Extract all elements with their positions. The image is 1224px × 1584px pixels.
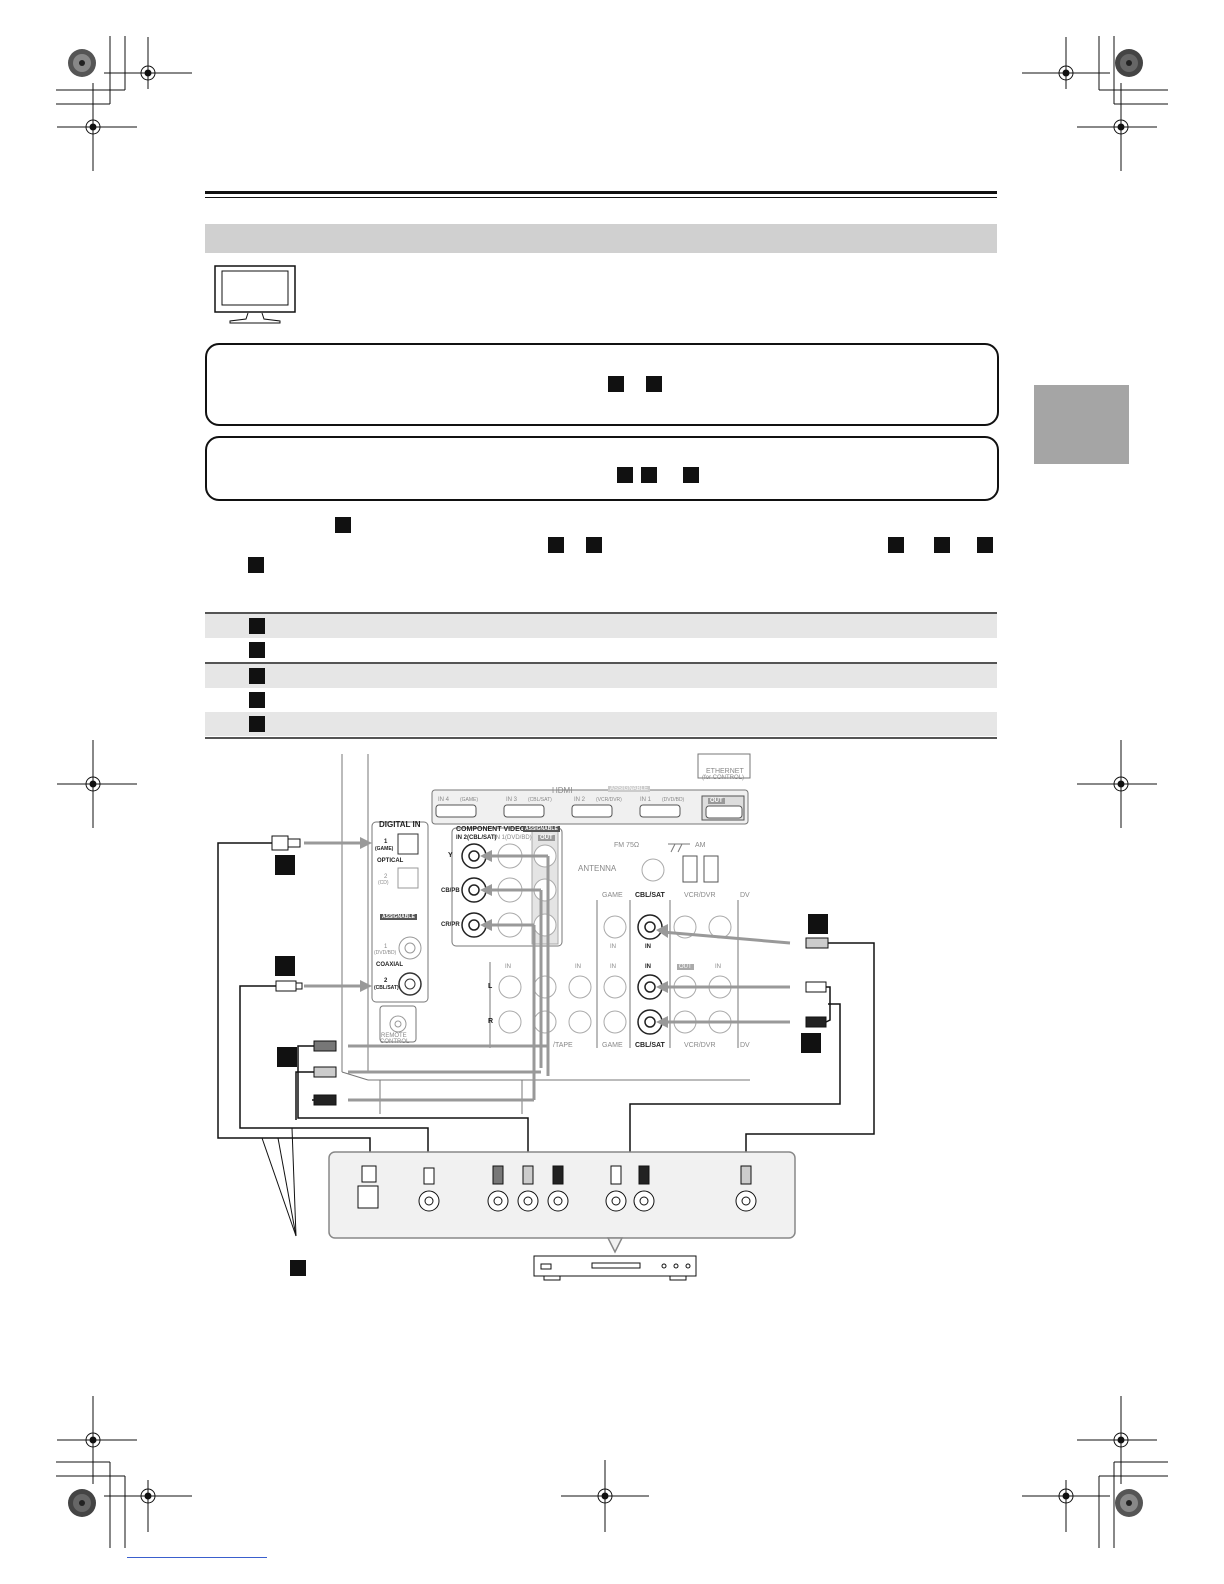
fm-label: FM 75Ω: [614, 842, 640, 849]
label-marker: [641, 467, 657, 483]
vcrdvr-bottom-label: VCR/DVR: [684, 1042, 716, 1049]
footer-link-underline: [127, 1557, 267, 1558]
optical-2-sub: (CD): [378, 880, 389, 886]
coaxial-2-sub: (CBL/SAT): [374, 985, 399, 991]
table-row: [205, 712, 997, 736]
vcrdvr-top-label: VCR/DVR: [684, 892, 716, 899]
hdmi-label: HDMI: [552, 786, 573, 795]
hdmi-in2: IN 2: [574, 797, 586, 803]
table-rule-mid: [205, 662, 997, 664]
label-marker: [249, 642, 265, 658]
hdmi-in3-sub: (CBL/SAT): [528, 797, 552, 803]
component-video-label: COMPONENT VIDEO: [456, 826, 526, 833]
game-in-label: IN: [610, 944, 616, 950]
coaxial-label: COAXIAL: [376, 962, 403, 968]
label-marker: [249, 716, 265, 732]
hdmi-in1-sub: (DVD/BD): [662, 797, 685, 803]
game-top-label: GAME: [602, 892, 623, 899]
audio-vcr-out-label: OUT: [677, 964, 694, 970]
optical-1: 1: [384, 839, 388, 845]
table-rule-top: [205, 612, 997, 614]
cblsat-in-label: IN: [645, 944, 651, 950]
section-title-band: [205, 224, 997, 253]
table-row: [205, 614, 997, 638]
hdmi-in1: IN 1: [640, 797, 652, 803]
game-bottom-label: GAME: [602, 1042, 623, 1049]
audio-in-label-3: IN: [610, 964, 616, 970]
cblsat-top-label: CBL/SAT: [635, 892, 665, 899]
coaxial-2: 2: [384, 978, 388, 984]
label-marker: [249, 692, 265, 708]
remote-label: REMOTE: [381, 1033, 407, 1039]
component-out: OUT: [538, 835, 555, 841]
optical-label: OPTICAL: [377, 858, 404, 864]
label-marker: [277, 1047, 297, 1067]
audio-l-label: L: [488, 983, 493, 990]
label-marker: [275, 956, 295, 976]
label-marker: [683, 467, 699, 483]
label-marker: [586, 537, 602, 553]
hdmi-assignable-label: ASSIGNABLE: [608, 786, 651, 792]
audio-r-label: R: [488, 1018, 494, 1025]
hdmi-in4: IN 4: [438, 797, 450, 803]
note-box-1: [205, 343, 999, 426]
audio-in-label-1: IN: [505, 964, 511, 970]
remote-sub: CONTROL: [380, 1039, 410, 1045]
label-marker: [934, 537, 950, 553]
label-marker: [617, 467, 633, 483]
label-marker: [646, 376, 662, 392]
label-marker: [335, 517, 351, 533]
label-marker: [249, 668, 265, 684]
audio-cblsat-in-label: IN: [645, 964, 651, 970]
component-assignable: ASSIGNABLE: [523, 826, 560, 832]
label-marker: [801, 1033, 821, 1053]
label-marker: [888, 537, 904, 553]
label-marker: [275, 855, 295, 875]
antenna-label: ANTENNA: [578, 864, 617, 873]
hdmi-in4-sub: (GAME): [460, 797, 479, 803]
digital-assignable: ASSIGNABLE: [380, 914, 417, 920]
chapter-side-tab: [1034, 385, 1129, 464]
header-rule-thick: [205, 191, 997, 194]
hdmi-out: OUT: [708, 798, 725, 804]
table-rule-bottom: [205, 737, 997, 739]
label-marker: [808, 914, 828, 934]
label-marker: [248, 557, 264, 573]
coaxial-1-sub: (DVD/BD): [374, 950, 397, 956]
optical-2: 2: [384, 874, 388, 880]
component-in2: IN 2(CBL/SAT): [456, 835, 497, 841]
label-marker: [249, 618, 265, 634]
label-marker: [290, 1260, 306, 1276]
component-y: Y: [448, 852, 453, 859]
coaxial-1: 1: [384, 944, 388, 950]
note-box-2: [205, 436, 999, 501]
label-marker: [548, 537, 564, 553]
table-row: [205, 664, 997, 688]
ethernet-sub: (for CONTROL): [702, 775, 744, 781]
cblsat-bottom-label: CBL/SAT: [635, 1042, 665, 1049]
dv-bottom-label: DV: [740, 1042, 750, 1049]
digital-in-label: DIGITAL IN: [379, 820, 421, 829]
audio-in-label-2: IN: [575, 964, 581, 970]
ethernet-label: ETHERNET: [706, 768, 744, 775]
component-cb: CB/PB: [441, 888, 460, 894]
optical-1-sub: (GAME): [375, 846, 394, 852]
hdmi-in3: IN 3: [506, 797, 518, 803]
dv-top-label: DV: [740, 892, 750, 899]
label-marker: [977, 537, 993, 553]
tv-icon: [214, 265, 296, 324]
hdmi-in2-sub: (VCR/DVR): [596, 797, 622, 803]
tape-bottom-label: /TAPE: [553, 1042, 573, 1049]
label-marker: [608, 376, 624, 392]
header-rule-thin: [205, 197, 997, 198]
audio-vcr-in-label: IN: [715, 964, 721, 970]
component-cr: CR/PR: [441, 922, 460, 928]
am-label: AM: [695, 842, 706, 849]
component-in1: IN 1(DVD/BD): [494, 835, 532, 841]
